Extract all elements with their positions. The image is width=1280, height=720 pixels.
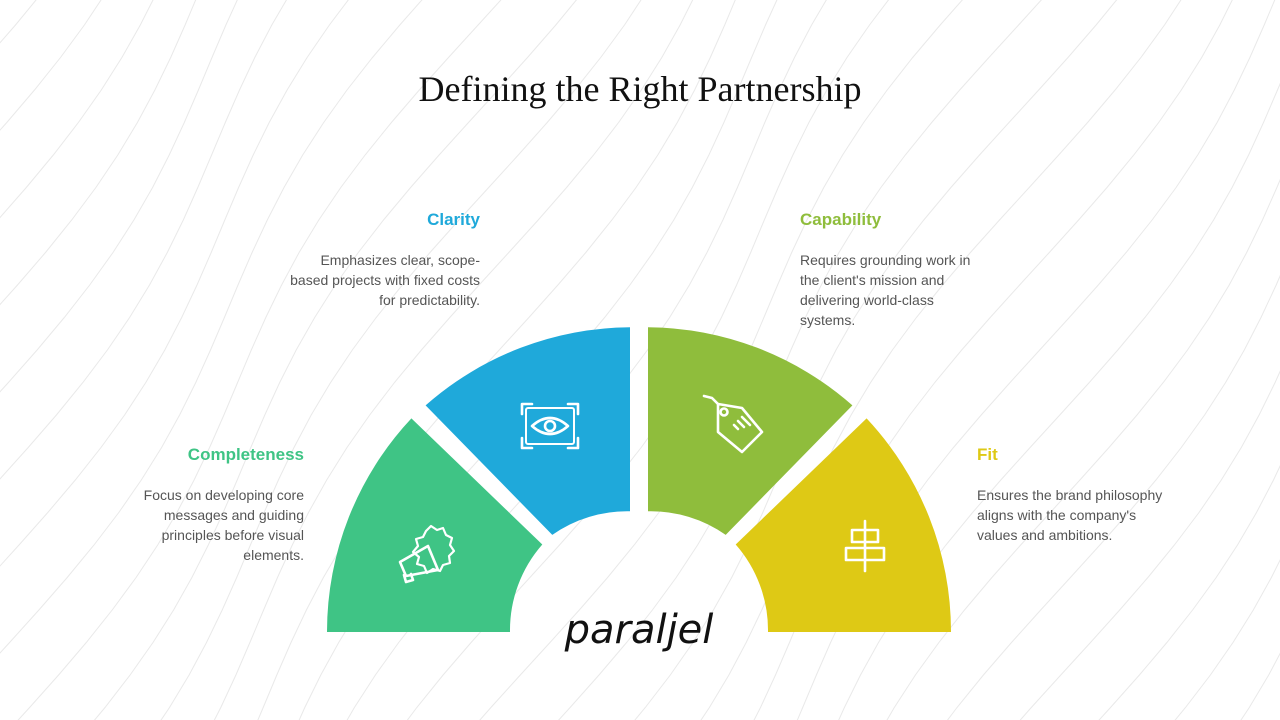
page-title: Defining the Right Partnership: [418, 69, 862, 109]
background-line: [0, 0, 238, 393]
completeness-description: Focus on developing core messages and gu…: [143, 487, 304, 563]
completeness-title: Completeness: [187, 445, 304, 464]
background-line: [0, 0, 287, 480]
background-line: [1019, 370, 1280, 720]
background-line: [160, 0, 642, 720]
background-line: [17, 0, 502, 720]
fit-label-block: Fit Ensures the brand philosophy aligns …: [977, 445, 1167, 545]
megaphone-icon: [398, 524, 456, 584]
align-center-icon: [844, 519, 886, 573]
background-line: [93, 0, 577, 720]
background-line: [634, 0, 1118, 720]
completeness-label-block: Completeness Focus on developing core me…: [110, 445, 304, 565]
background-line: [886, 178, 1280, 720]
capability-segment: [648, 327, 853, 535]
background-line: [946, 274, 1280, 720]
background-line: [1098, 465, 1280, 720]
background-line: [0, 0, 423, 654]
background-line: [0, 0, 154, 219]
completeness-segment: [326, 418, 543, 632]
clarity-segment: [425, 327, 630, 535]
fit-title: Fit: [977, 445, 998, 464]
parallel-logo: paraljel: [564, 607, 714, 653]
capability-title: Capability: [800, 210, 882, 229]
clarity-label-block: Clarity Emphasizes clear, scope-based pr…: [290, 210, 480, 310]
background-line: [257, 0, 736, 720]
clarity-title: Clarity: [427, 210, 480, 229]
background-line: [0, 0, 102, 131]
eye-scan-icon: [520, 402, 580, 450]
background-line: [0, 0, 197, 306]
background-line: [213, 0, 694, 720]
background-line: [1174, 559, 1280, 720]
clarity-description: Emphasizes clear, scope-based projects w…: [290, 252, 480, 308]
price-tag-icon: [702, 394, 764, 454]
fit-description: Ensures the brand philosophy aligns with…: [977, 487, 1163, 543]
background-line: [558, 0, 1042, 720]
fit-segment: [735, 418, 952, 632]
background-line: [700, 0, 1182, 720]
background-line: [0, 0, 349, 567]
capability-description: Requires grounding work in the client's …: [800, 252, 971, 328]
capability-label-block: Capability Requires grounding work in th…: [800, 210, 990, 330]
